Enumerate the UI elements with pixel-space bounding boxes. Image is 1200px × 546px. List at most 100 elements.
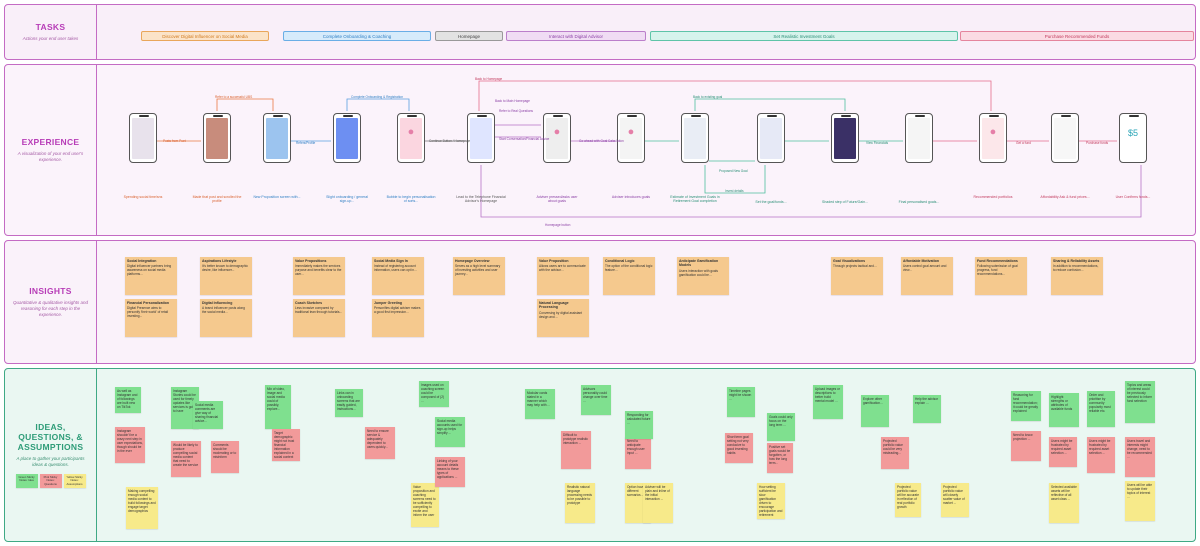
idea-note-38: Users might be frustrated by required as… [1049, 437, 1077, 467]
flow-line-18 [480, 165, 1142, 218]
insight-note-title: Fund Recommendations [977, 259, 1018, 263]
insight-note-text: Immediately makes the services purpose a… [295, 264, 342, 277]
insights-title: INSIGHTS [29, 286, 72, 297]
insight-note-text: Allows users are to communicate with the… [539, 264, 586, 273]
insight-note-title: Social Integration [127, 259, 157, 263]
insight-note-text: It's better known to demographic desire,… [202, 264, 248, 273]
insight-note-title: Affordable Motivation [903, 259, 939, 263]
task-pill-3: Homepage [435, 31, 503, 41]
insight-note-text: Serves as a high level summary of invest… [455, 264, 501, 277]
task-pill-1: Discover Digital Influencer on Social Me… [141, 31, 269, 41]
task-pill-4: Interact with Digital Advisor [506, 31, 646, 41]
screen-caption-15: User Confirms funds... [1115, 195, 1151, 199]
idea-note-26: Goals could only focus on the long term … [767, 413, 795, 441]
idea-note-35: Reasoning for fund recommendation; it co… [1011, 391, 1041, 421]
flow-arrow-label-11: Proposed New Goal [719, 169, 748, 173]
insight-note-title: Sharing & Reliability Assets [1053, 259, 1100, 263]
idea-note-19: Need to anticipate enough user input ... [625, 437, 651, 469]
idea-note-18: Difficult to prototype realistic interac… [561, 431, 591, 469]
flow-arrow-label-13: Get a fund [1016, 141, 1031, 145]
screen-mockup-11 [831, 113, 859, 163]
experience-row: EXPERIENCE A visualization of your end u… [4, 64, 1196, 236]
idea-note-12: Images used on coaching screen could be … [419, 381, 449, 407]
insight-note-title: Digital Influencing [202, 301, 233, 305]
screen-mockup-12 [905, 113, 933, 163]
idea-note-32: Projected portfolio value will be accura… [895, 483, 921, 517]
screen-caption-5: Bubble to begin personalisation of sorts… [386, 195, 436, 204]
insight-note-title: Anticipate Gamification Models [679, 259, 719, 268]
insights-row: INSIGHTS Quantitative & qualitative insi… [4, 240, 1196, 364]
screen-caption-11: Shaded step of Future/Gain... [822, 200, 868, 204]
flow-arrow-label-16: Homepage button [545, 223, 571, 227]
screen-mockup-8: ● [617, 113, 645, 163]
insight-note-text: Less invasive compared by traditional le… [295, 306, 343, 315]
screen-caption-8: Adviser introduces goals [611, 195, 651, 199]
screen-caption-14: Affordability Ask & fund prices... [1040, 195, 1090, 199]
screen-mockup-7: ● [543, 113, 571, 163]
idea-note-2: Instagram shouldn't be a crazy next step… [115, 427, 145, 463]
avatar-glyph: ● [989, 126, 997, 138]
insight-note-title: Financial Personalization [127, 301, 170, 305]
insight-note-title: Jumper Greeting [374, 301, 403, 305]
screen-caption-9: Estimate of Investment Goals in Retireme… [670, 195, 720, 204]
screen-caption-7: Adviser pressed/asks user about goals [536, 195, 578, 204]
flow-line-2 [216, 98, 274, 111]
tasks-row-label: TASKS Actions your end user takes [5, 5, 97, 59]
idea-note-6: Social media comments are give way of sh… [193, 401, 223, 429]
screen-caption-2: Made that post and scrolled the profile [192, 195, 242, 204]
insight-note-text: Users control goal amount and view... [903, 264, 947, 273]
insight-note-title: Homepage Overview [455, 259, 490, 263]
experience-row-label: EXPERIENCE A visualization of your end u… [5, 65, 97, 235]
flow-arrow-label-15: Invest details [725, 189, 744, 193]
flow-arrow-label-10: Back to existing goal [693, 95, 723, 99]
screen-mockup-3 [263, 113, 291, 163]
tasks-title: TASKS [35, 22, 66, 33]
flow-arrow-label-8: Start Conversation/Financial Advice [499, 137, 550, 141]
idea-note-28: How setting sufficient be slow gamificat… [757, 483, 785, 519]
flow-arrow-label-3: Refers/Profile [296, 141, 316, 145]
experience-flow-arrows [157, 80, 1142, 218]
idea-note-9: Target demographic might not trust finan… [272, 429, 300, 461]
idea-note-44: Users will be able to update their topic… [1125, 481, 1155, 521]
idea-note-40: Order and prioritise by community popula… [1087, 391, 1115, 427]
screen-mockup-15: $5 [1119, 113, 1147, 163]
experience-title: EXPERIENCE [21, 137, 80, 148]
insight-note-title: Goal Visualizations [833, 259, 866, 263]
idea-note-3: Making compelling enough social media co… [126, 487, 158, 529]
ideas-title: IDEAS, QUESTIONS, & ASSUMPTIONS [17, 422, 84, 453]
flow-arrow-label-9: Go ahead with Goal Calculation [579, 139, 624, 143]
screen-caption-6: Lead to the Telephone Financial Advisor'… [456, 195, 506, 204]
idea-note-13: Value proposition and coaching screens n… [411, 483, 439, 527]
screen-mockup-1 [129, 113, 157, 163]
insight-note-title: Value Proposition [539, 259, 569, 263]
insights-row-label: INSIGHTS Quantitative & qualitative insi… [5, 241, 97, 363]
insight-note-title: Coach Sketches [295, 301, 323, 305]
flow-line-10 [694, 98, 846, 111]
idea-note-42: Topics and areas of interest could be pr… [1125, 381, 1155, 423]
avatar-glyph: ● [627, 126, 635, 138]
ideas-legend: Green Sticky Notes: Idea Pink Sticky Not… [15, 473, 86, 488]
insights-subtitle: Quantitative & qualitative insights and … [12, 300, 89, 317]
task-pill-6: Purchase Recommended Funds [960, 31, 1194, 41]
screen-mockup-13: ● [979, 113, 1007, 163]
flow-arrow-label-4: Complete Onboarding & Registration [351, 95, 404, 99]
idea-note-39: Selected available assets will be reflec… [1049, 483, 1079, 523]
idea-note-15: Linking of your account details means to… [435, 457, 465, 487]
idea-note-21: Responding for calculated future ... [625, 411, 653, 439]
flow-arrow-label-2: Refer to a successful UBS [215, 95, 253, 99]
insight-note-title: Aspirations Lifestyle [202, 259, 237, 263]
screen-caption-4: Slight onboarding / general sign-up... [326, 195, 368, 204]
insight-note-title: Conditional Logic [605, 259, 635, 263]
screen-mockup-14 [1051, 113, 1079, 163]
